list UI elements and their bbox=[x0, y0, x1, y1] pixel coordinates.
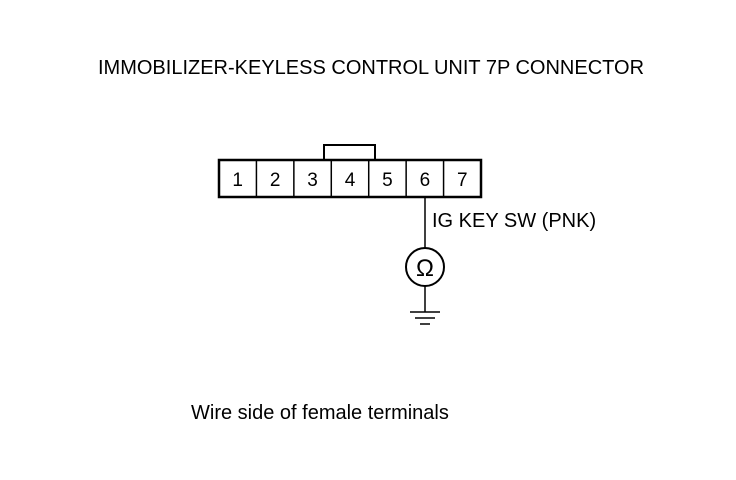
terminal-4: 4 bbox=[345, 170, 356, 191]
terminal-7: 7 bbox=[457, 170, 468, 191]
terminal-1: 1 bbox=[232, 170, 243, 191]
diagram-title: IMMOBILIZER-KEYLESS CONTROL UNIT 7P CONN… bbox=[98, 57, 644, 79]
terminal-3: 3 bbox=[307, 170, 318, 191]
connector-lock-tab bbox=[323, 144, 376, 162]
ground-icon bbox=[410, 311, 440, 325]
footer-caption: Wire side of female terminals bbox=[191, 402, 449, 424]
connector-body: 1 2 3 4 5 6 7 bbox=[217, 158, 483, 199]
ohm-symbol: Ω bbox=[416, 255, 434, 282]
terminal-5: 5 bbox=[382, 170, 393, 191]
terminal-cells: 1 2 3 4 5 6 7 bbox=[232, 160, 468, 197]
terminal-2: 2 bbox=[270, 170, 281, 191]
terminal-6: 6 bbox=[420, 170, 431, 191]
connector-outline bbox=[217, 158, 483, 199]
wire-label: IG KEY SW (PNK) bbox=[432, 210, 596, 232]
